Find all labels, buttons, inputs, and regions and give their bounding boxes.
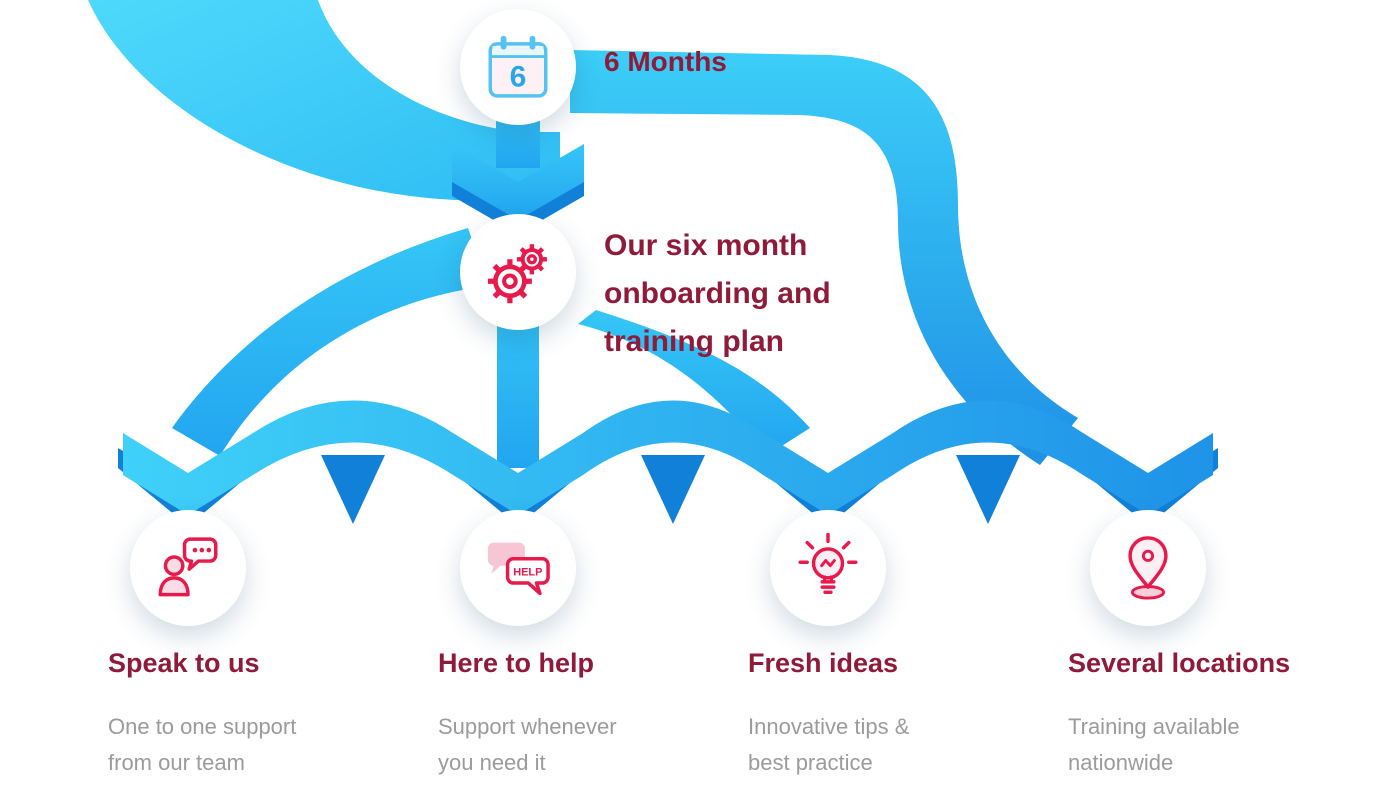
ribbon-right-swoosh <box>578 310 810 456</box>
consultation-icon <box>158 537 218 597</box>
back-bubble <box>487 542 525 574</box>
ribbon-center-drop <box>497 298 539 468</box>
lightbulb-icon <box>798 532 858 595</box>
process-heading: Our six month onboarding and training pl… <box>604 222 831 366</box>
process-heading-line-1: Our six month <box>604 229 808 262</box>
wave-fold-2 <box>641 455 705 524</box>
ribbon-gears-arrow <box>452 144 584 220</box>
calendar-node: 6 <box>460 9 576 125</box>
item-heading: Here to help <box>438 648 595 678</box>
wave-fold-3 <box>956 455 1020 524</box>
item-consultation: Speak to us One to one support from our … <box>108 648 428 781</box>
calendar-day-number: 6 <box>510 61 527 94</box>
ribbon-left-swoosh <box>172 228 488 456</box>
help-node: HELP <box>460 510 576 626</box>
item-description: One to one support from our team <box>108 714 297 775</box>
ribbon-right-band <box>570 50 1078 465</box>
location-node <box>1090 510 1206 626</box>
process-heading-line-3: training plan <box>604 325 784 358</box>
item-description: Support whenever you need it <box>438 714 617 775</box>
item-description: Innovative tips & best practice <box>748 714 910 775</box>
wave-fold-1 <box>321 455 385 524</box>
item-help: Here to help Support whenever you need i… <box>438 648 758 781</box>
item-heading: Fresh ideas <box>748 648 899 678</box>
help-bubbles-icon: HELP <box>487 542 550 596</box>
item-heading: Speak to us <box>108 648 260 678</box>
idea-node <box>770 510 886 626</box>
ribbon-wave <box>123 400 1213 515</box>
location-pin-icon <box>1128 536 1168 600</box>
process-heading-line-2: onboarding and <box>604 277 831 310</box>
calendar-header <box>492 46 544 56</box>
gears-icon <box>487 244 547 304</box>
ribbon-top-left <box>88 0 560 200</box>
item-description: Training available nationwide <box>1068 714 1240 775</box>
calendar-icon: 6 <box>488 35 548 98</box>
item-locations: Several locations Training available nat… <box>1068 648 1388 781</box>
item-heading: Several locations <box>1068 648 1291 678</box>
gears-node <box>460 214 576 330</box>
duration-heading: 6 Months <box>604 46 727 77</box>
consultation-node <box>130 510 246 626</box>
item-ideas: Fresh ideas Innovative tips & best pract… <box>748 648 1068 781</box>
help-bubble-text: HELP <box>513 567 542 579</box>
front-bubble <box>505 557 550 596</box>
